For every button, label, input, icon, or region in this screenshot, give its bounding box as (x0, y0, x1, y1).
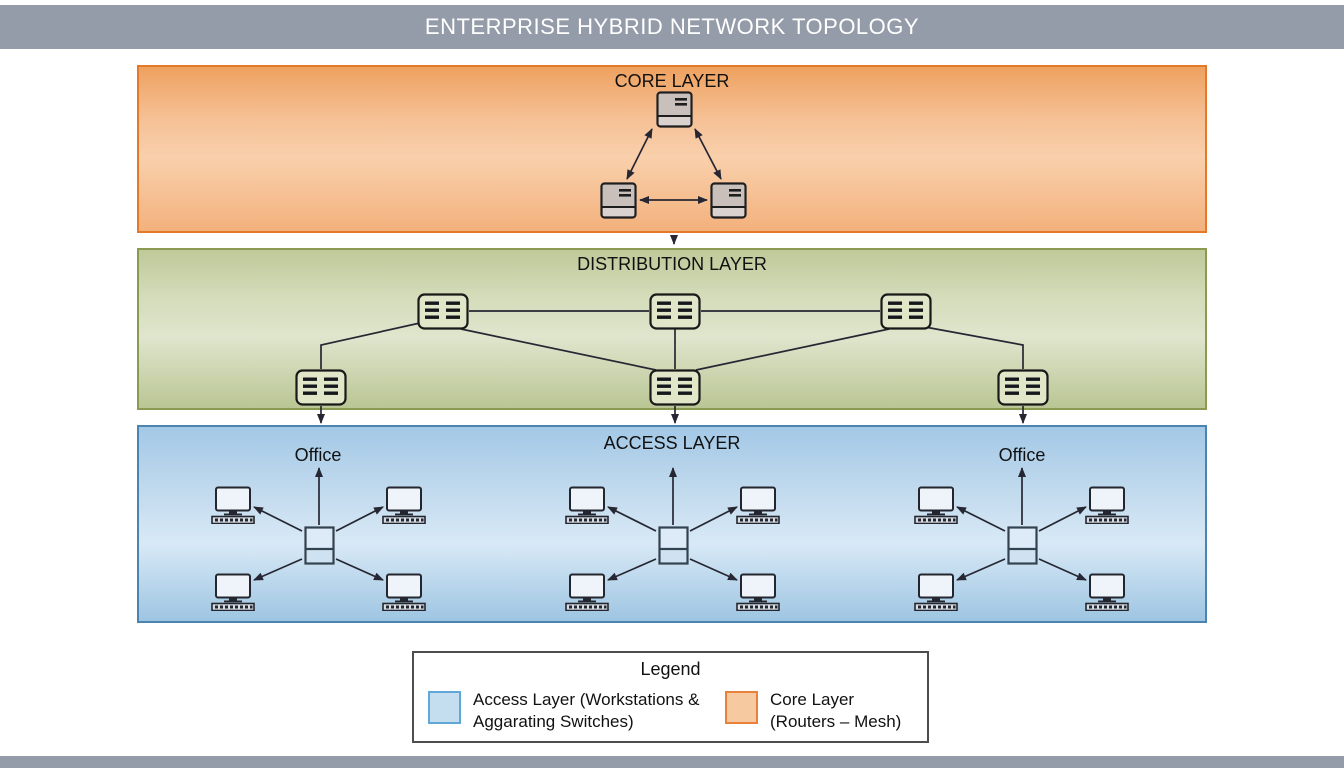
workstation-icon g1-bl (209, 573, 257, 612)
workstation-icon g3-tr (1083, 486, 1131, 525)
access-layer-band (137, 425, 1207, 623)
workstation-icon g2-br (734, 573, 782, 612)
header-bar: ENTERPRISE HYBRID NETWORK TOPOLOGY (0, 5, 1344, 49)
office-left-label: Office (294, 445, 342, 465)
workstation-icon g2-tl (563, 486, 611, 525)
footer-bar (0, 756, 1344, 768)
dist-switch-bottom-2 switch-icon (649, 369, 701, 406)
workstation-icon g1-br (380, 573, 428, 612)
access-layer-label: ACCESS LAYER (603, 433, 741, 453)
legend-item-access: Access Layer (Workstations & Aggarating … (428, 689, 699, 733)
access-layer-swatch (428, 691, 461, 724)
workstation-icon g3-tl (912, 486, 960, 525)
dist-switch-top-2 switch-icon (649, 293, 701, 330)
legend-box: Legend Access Layer (Workstations & Agga… (412, 651, 929, 743)
legend-item-access-label: Access Layer (Workstations & Aggarating … (473, 690, 700, 731)
dist-switch-top-1 switch-icon (417, 293, 469, 330)
core-layer-swatch (725, 691, 758, 724)
workstation-icon g3-bl (912, 573, 960, 612)
dist-switch-bottom-1 switch-icon (295, 369, 347, 406)
legend-item-core-label: Core Layer (Routers – Mesh) (770, 690, 902, 731)
workstation-icon g3-br (1083, 573, 1131, 612)
workstation-icon g2-bl (563, 573, 611, 612)
workstation-icon g1-tr (380, 486, 428, 525)
dist-switch-bottom-3 switch-icon (997, 369, 1049, 406)
office-right-label: Office (998, 445, 1046, 465)
core-router-right router-icon (710, 182, 747, 219)
core-layer-label: CORE LAYER (614, 71, 730, 91)
workstation-icon g1-tl (209, 486, 257, 525)
core-router-left router-icon (600, 182, 637, 219)
access-switch-left switch-icon (304, 526, 335, 565)
legend-item-core: Core Layer (Routers – Mesh) (725, 689, 901, 733)
dist-switch-top-3 switch-icon (880, 293, 932, 330)
legend-title: Legend (640, 659, 701, 679)
page-title: ENTERPRISE HYBRID NETWORK TOPOLOGY (424, 14, 920, 39)
access-switch-right switch-icon (1007, 526, 1038, 565)
access-switch-middle switch-icon (658, 526, 689, 565)
core-router-top router-icon (656, 91, 693, 128)
distribution-layer-label: DISTRIBUTION LAYER (577, 254, 767, 274)
workstation-icon g2-tr (734, 486, 782, 525)
